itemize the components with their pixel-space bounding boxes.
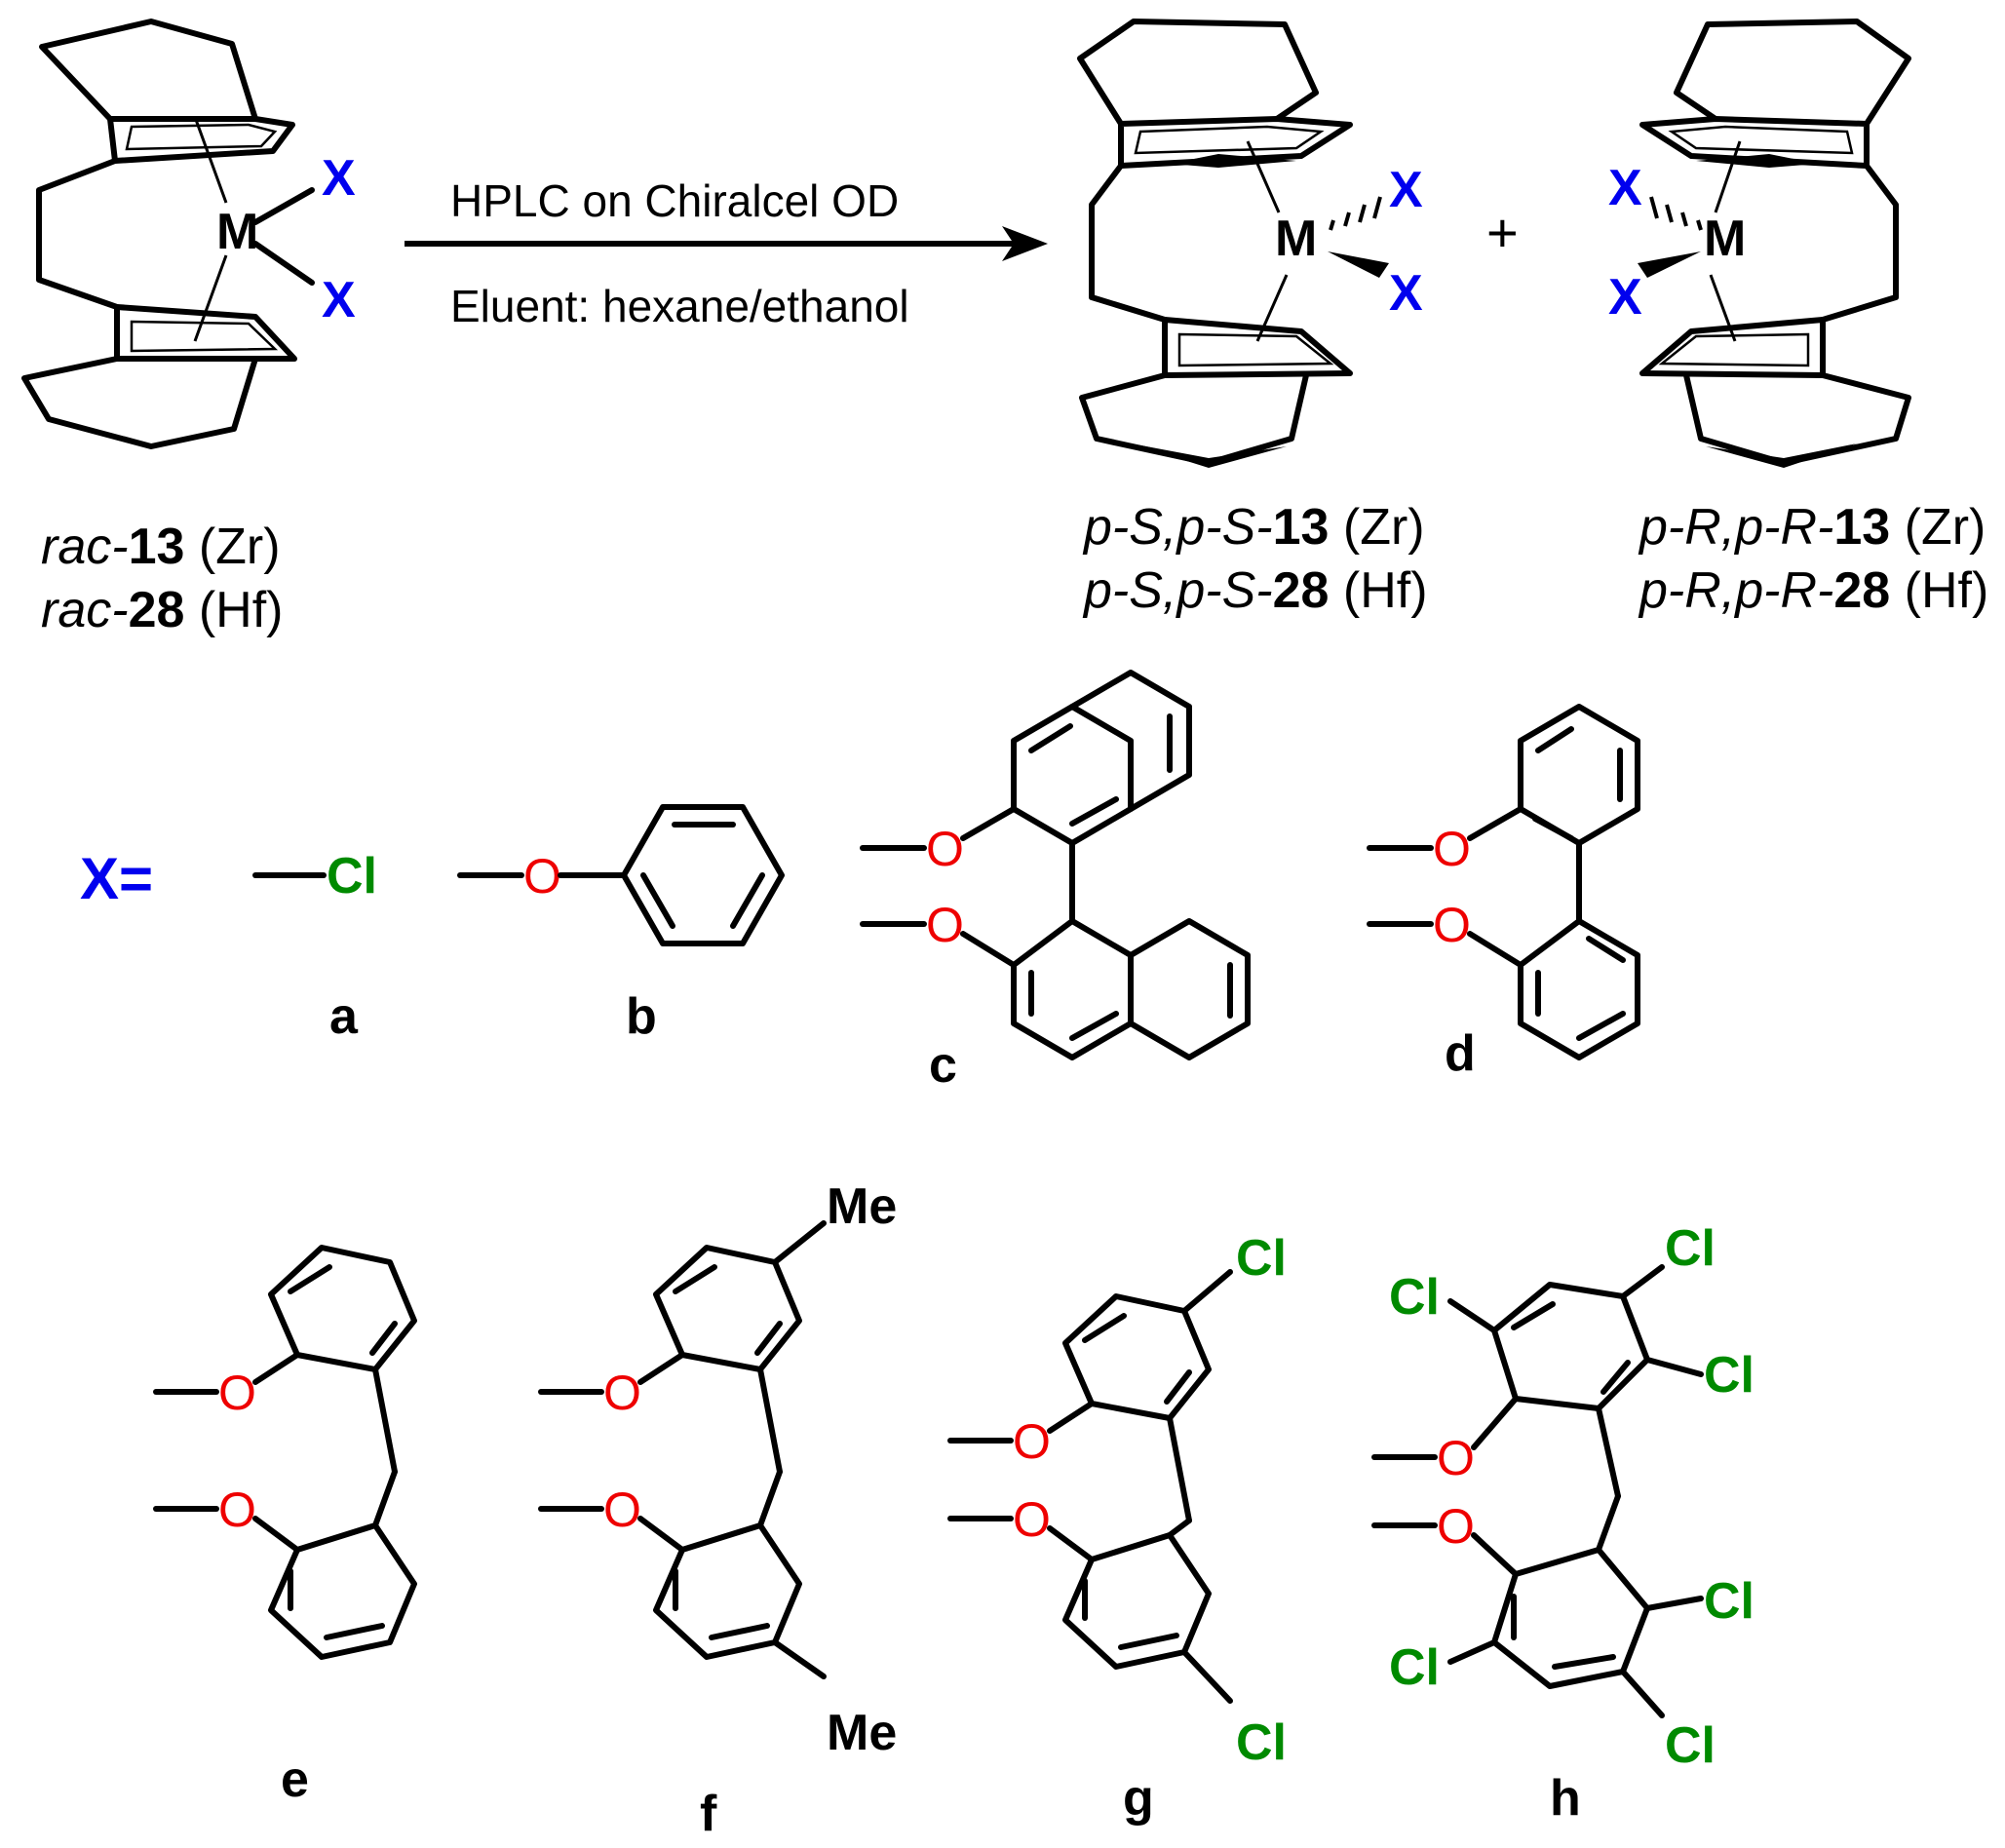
x-ligand-label: X: [1608, 269, 1642, 326]
oxygen-label: O: [603, 1482, 641, 1537]
ligand-f: O Me O Me: [538, 1178, 897, 1761]
pr-complex-structure: M X X: [1608, 19, 1911, 468]
ligand-label-h: h: [1550, 1770, 1581, 1827]
oxygen-label: O: [1433, 822, 1471, 876]
methyl-label: Me: [827, 1705, 897, 1761]
x-ligand-label: X: [322, 150, 356, 207]
ligand-label-f: f: [700, 1786, 717, 1842]
chlorine-label: Cl: [1704, 1573, 1754, 1630]
metal-label: M: [1704, 211, 1746, 267]
metal-label: M: [216, 204, 258, 260]
ligand-g: O Cl O Cl: [947, 1230, 1287, 1771]
chlorine-label: Cl: [1236, 1714, 1287, 1771]
chlorine-label: Cl: [1665, 1717, 1716, 1774]
oxygen-label: O: [218, 1366, 256, 1420]
oxygen-label: O: [218, 1482, 256, 1537]
chlorine-label: Cl: [327, 848, 377, 905]
x-ligand-label: X: [322, 272, 356, 328]
ligand-b: O: [457, 804, 785, 946]
plus-sign: +: [1486, 202, 1519, 263]
oxygen-label: O: [926, 898, 964, 952]
ligand-d: O O: [1367, 704, 1640, 1060]
oxygen-label: O: [1437, 1499, 1475, 1554]
chlorine-label: Cl: [1389, 1639, 1440, 1696]
x-ligand-label: X: [1608, 160, 1642, 216]
oxygen-label: O: [603, 1366, 641, 1420]
chlorine-label: Cl: [1389, 1269, 1440, 1326]
x-definition-label: X=: [80, 846, 153, 911]
compound-label-ps-13: p-S,p-S-13 (Zr): [1082, 499, 1425, 556]
compound-label-ps-28: p-S,p-S-28 (Hf): [1082, 562, 1428, 619]
ligand-e: O O: [153, 1245, 417, 1660]
chlorine-label: Cl: [1236, 1230, 1287, 1287]
chlorine-label: Cl: [1665, 1220, 1716, 1277]
ligand-a: Cl: [252, 848, 377, 905]
oxygen-label: O: [1013, 1492, 1051, 1547]
oxygen-label: O: [523, 849, 561, 904]
ligand-label-g: g: [1123, 1770, 1154, 1827]
ligand-c: O O: [860, 670, 1251, 1060]
ligand-h: O Cl Cl Cl O Cl Cl Cl: [1371, 1220, 1754, 1774]
compound-label-rac-13: rac-13 (Zr): [41, 519, 281, 575]
chlorine-label: Cl: [1704, 1347, 1754, 1404]
ligand-label-c: c: [929, 1037, 957, 1094]
metal-label: M: [1275, 211, 1317, 267]
ligand-label-e: e: [281, 1752, 309, 1808]
x-ligand-label: X: [1389, 162, 1423, 218]
oxygen-label: O: [1433, 898, 1471, 952]
compound-label-pr-28: p-R,p-R-28 (Hf): [1638, 562, 1988, 619]
compound-label-rac-28: rac-28 (Hf): [41, 582, 284, 638]
ligand-label-b: b: [626, 988, 657, 1045]
ligand-label-d: d: [1445, 1025, 1476, 1082]
ligand-label-a: a: [329, 988, 359, 1045]
oxygen-label: O: [926, 822, 964, 876]
oxygen-label: O: [1013, 1414, 1051, 1469]
condition-top: HPLC on Chiralcel OD: [450, 175, 899, 226]
ps-complex-structure: M X X: [1077, 19, 1423, 468]
condition-bottom: Eluent: hexane/ethanol: [450, 281, 909, 331]
methyl-label: Me: [827, 1178, 897, 1235]
reaction-arrow: [405, 226, 1048, 261]
rac-complex-structure: M X X: [21, 19, 356, 449]
x-ligand-label: X: [1389, 265, 1423, 322]
compound-label-pr-13: p-R,p-R-13 (Zr): [1638, 499, 1986, 556]
oxygen-label: O: [1437, 1431, 1475, 1485]
